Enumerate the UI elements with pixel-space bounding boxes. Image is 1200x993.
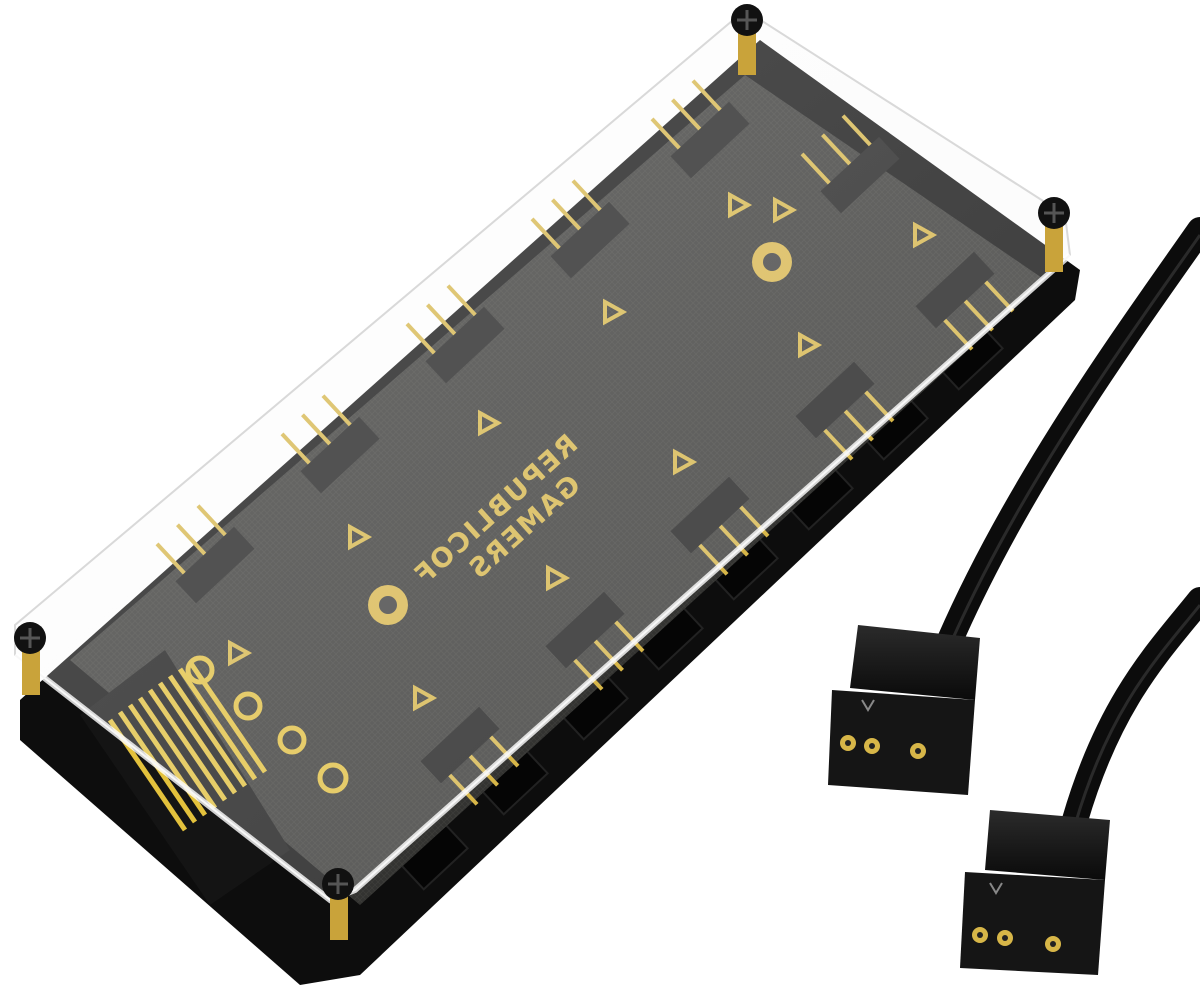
cable-lower [1062, 587, 1200, 833]
screw-icon [1038, 197, 1070, 229]
arrow-down-icon [861, 699, 875, 712]
screw-icon [731, 4, 763, 36]
arrow-down-icon [989, 882, 1003, 895]
cable-upper [937, 217, 1200, 653]
cable-plug-upper [828, 625, 980, 795]
screw-icon [14, 622, 46, 654]
standoffs [22, 25, 1063, 940]
cable-plug-lower [960, 810, 1110, 975]
screw-icon [322, 868, 354, 900]
cable-group [937, 217, 1200, 833]
